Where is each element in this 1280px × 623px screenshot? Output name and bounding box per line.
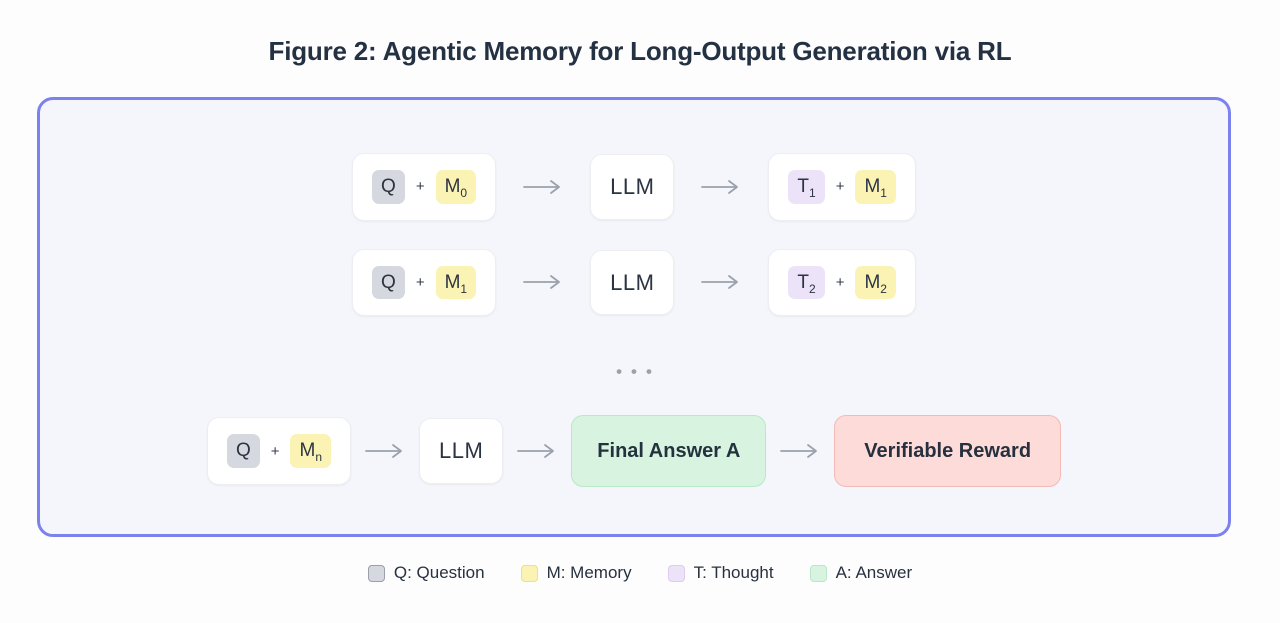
plus-operator: +	[270, 442, 280, 460]
memory-chip-label: M	[299, 440, 316, 462]
page-title: Figure 2: Agentic Memory for Long-Output…	[268, 36, 1012, 66]
llm-box: LLM	[590, 153, 675, 220]
legend-label: T: Thought	[693, 563, 774, 582]
memory-chip-subscript: 2	[880, 281, 887, 296]
plus-operator: +	[835, 273, 845, 291]
thought-chip-label: T	[797, 271, 809, 293]
memory-chip: M0	[435, 170, 477, 204]
llm-box: LLM	[419, 418, 504, 485]
memory-chip-label: M	[444, 271, 461, 293]
thought-chip-subscript: 2	[809, 281, 816, 296]
output-box-1: T1 + M1	[768, 153, 916, 221]
plus-operator: +	[415, 178, 425, 196]
legend-label: Q: Question	[393, 563, 485, 582]
memory-chip-subscript: n	[315, 450, 322, 465]
arrow-right-icon	[700, 179, 742, 195]
memory-chip-subscript: 1	[880, 185, 887, 200]
memory-chip: M2	[855, 265, 896, 300]
thought-swatch-icon	[667, 564, 685, 582]
memory-chip-label: M	[444, 176, 461, 197]
memory-chip-label: M	[864, 176, 881, 197]
memory-chip-subscript: 1	[460, 281, 468, 296]
legend: Q: Question M: Memory T: Thought A: Answ…	[0, 563, 1280, 583]
legend-item-question: Q: Question	[367, 563, 485, 583]
iteration-row-1: Q + M0 LLM T1 + M1	[352, 153, 916, 221]
arrow-right-icon	[516, 443, 558, 459]
plus-operator: +	[835, 178, 845, 196]
arrow-right-icon	[522, 179, 564, 195]
thought-chip-label: T	[797, 176, 809, 197]
arrow-right-icon	[779, 443, 821, 459]
legend-item-thought: T: Thought	[667, 563, 774, 583]
diagram-frame: Q + M0 LLM T1 + M1 Q + M1	[37, 97, 1231, 537]
final-row: Q + Mn LLM Final Answer A Verifiable Rew…	[206, 415, 1062, 488]
question-chip: Q	[226, 434, 260, 469]
question-chip: Q	[372, 265, 405, 300]
iteration-row-2: Q + M1 LLM T2 + M2	[352, 248, 916, 317]
memory-chip: M1	[855, 170, 896, 204]
thought-chip: T1	[788, 170, 825, 204]
input-box-2: Q + M1	[352, 248, 497, 317]
legend-label: A: Answer	[835, 563, 913, 582]
legend-item-answer: A: Answer	[809, 563, 913, 583]
legend-item-memory: M: Memory	[520, 563, 632, 583]
arrow-right-icon	[364, 443, 406, 459]
final-answer-box: Final Answer A	[571, 415, 767, 488]
input-box-final: Q + Mn	[206, 417, 351, 486]
thought-chip: T2	[788, 265, 825, 300]
thought-chip-subscript: 1	[809, 185, 816, 200]
answer-swatch-icon	[809, 564, 827, 582]
memory-chip: M1	[435, 265, 477, 300]
question-swatch-icon	[367, 564, 385, 582]
diagram-content: Q + M0 LLM T1 + M1 Q + M1	[40, 100, 1228, 488]
arrow-right-icon	[522, 274, 564, 290]
memory-chip-subscript: 0	[460, 185, 468, 200]
memory-swatch-icon	[520, 564, 538, 582]
memory-chip-label: M	[864, 271, 881, 293]
legend-label: M: Memory	[546, 563, 632, 582]
ellipsis-dots: •••	[616, 362, 661, 382]
input-box-1: Q + M0	[352, 153, 497, 221]
plus-operator: +	[415, 273, 425, 291]
llm-box: LLM	[590, 249, 675, 316]
arrow-right-icon	[700, 274, 742, 290]
verifiable-reward-box: Verifiable Reward	[834, 415, 1062, 488]
output-box-2: T2 + M2	[768, 248, 916, 317]
memory-chip: Mn	[290, 434, 331, 469]
question-chip: Q	[372, 170, 405, 204]
